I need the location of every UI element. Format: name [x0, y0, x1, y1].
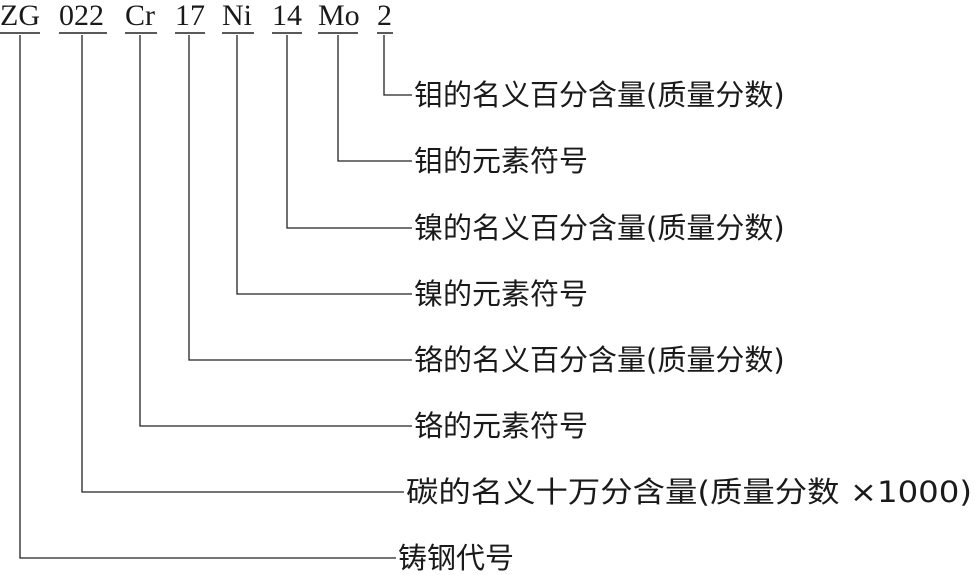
code-ni: Ni: [222, 0, 252, 32]
designation-code: ZG 022 Cr 17 Ni 14 Mo 2: [0, 0, 392, 32]
leader-carbon: [81, 35, 404, 493]
code-mo-pct: 2: [377, 0, 392, 32]
leader-mo-pct: [383, 35, 412, 96]
label-cr: 铬的元素符号: [414, 409, 588, 443]
code-cr-pct: 17: [175, 0, 205, 32]
code-ni-pct: 14: [272, 0, 302, 32]
leader-cr: [139, 35, 412, 427]
label-zg: 铸钢代号: [398, 541, 514, 575]
leader-cr-pct: [188, 35, 412, 361]
leader-ni-pct: [286, 35, 412, 229]
leader-lines: [19, 35, 412, 559]
leader-mo: [337, 35, 412, 162]
label-cr-pct: 铬的名义百分含量(质量分数): [414, 343, 785, 377]
leader-ni: [236, 35, 412, 295]
labels: 钼的名义百分含量(质量分数) 钼的元素符号 镍的名义百分含量(质量分数) 镍的元…: [398, 78, 972, 575]
label-mo-pct: 钼的名义百分含量(质量分数): [414, 78, 785, 112]
label-mo: 钼的元素符号: [414, 144, 588, 178]
code-zg: ZG: [0, 0, 40, 32]
code-mo: Mo: [318, 0, 360, 32]
label-ni-pct: 镍的名义百分含量(质量分数): [414, 211, 785, 245]
code-cr: Cr: [125, 0, 155, 32]
label-carbon: 碳的名义十万分含量(质量分数 ×1000): [406, 475, 972, 509]
leader-zg: [19, 35, 396, 559]
code-carbon: 022: [59, 0, 104, 32]
label-ni: 镍的元素符号: [414, 277, 588, 311]
